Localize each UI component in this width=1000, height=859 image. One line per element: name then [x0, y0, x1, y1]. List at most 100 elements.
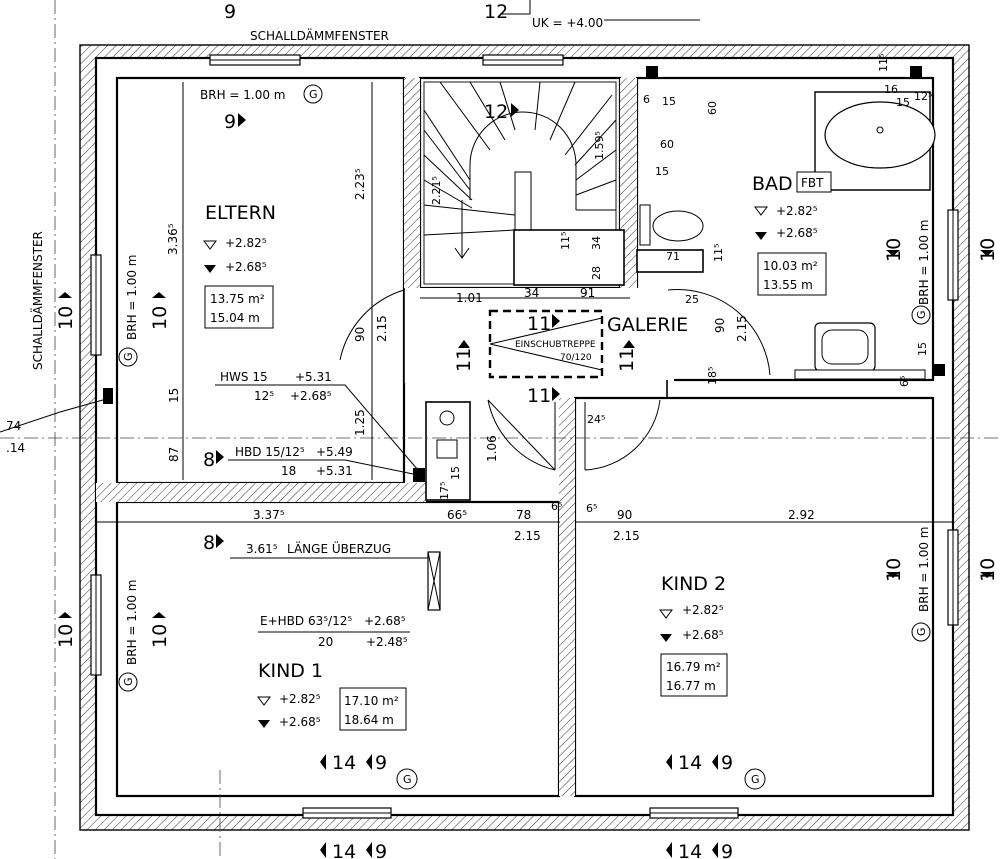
label-brh-bad: BRH = 1.00 m	[917, 220, 931, 306]
room-name-eltern: ELTERN	[205, 202, 276, 224]
label-g-left: G	[122, 352, 135, 361]
area-bad: 10.03 m²	[763, 259, 818, 273]
svg-text:2.23⁵: 2.23⁵	[353, 168, 367, 200]
svg-text:14: 14	[332, 752, 356, 774]
level-top-eltern: +2.82⁵	[225, 236, 267, 250]
area-eltern: 13.75 m²	[210, 292, 265, 306]
toilet	[639, 204, 704, 246]
windows	[90, 54, 959, 819]
svg-text:15: 15	[655, 165, 669, 178]
label-hbd-l1: +5.49	[316, 445, 353, 459]
svg-text:15: 15	[896, 96, 910, 109]
svg-text:6⁵: 6⁵	[551, 500, 562, 513]
perimeter-kind2: 16.77 m	[666, 679, 716, 693]
svg-text:8: 8	[203, 449, 215, 471]
label-g-bad: G	[915, 310, 928, 319]
level-top-kind2: +2.82⁵	[682, 603, 724, 617]
svg-text:1.01: 1.01	[456, 291, 483, 305]
label-ehbd-l2b: +2.48⁵	[366, 635, 408, 649]
label-hws-l2a: 12⁵	[254, 389, 274, 403]
svg-text:9: 9	[224, 1, 236, 23]
svg-text:10: 10	[149, 624, 171, 648]
staircase	[423, 81, 625, 286]
svg-text:66⁵: 66⁵	[447, 508, 467, 522]
label-brh-kind1: BRH = 1.00 m	[125, 580, 139, 666]
level-bottom-bad: +2.68⁵	[776, 226, 818, 240]
column-marker	[933, 364, 945, 376]
svg-text:11⁵: 11⁵	[712, 244, 725, 262]
label-uk: UK = +4.00	[532, 16, 603, 30]
svg-text:18⁵: 18⁵	[706, 367, 719, 385]
label-ueberzug: LÄNGE ÜBERZUG	[287, 540, 391, 556]
svg-text:60: 60	[660, 138, 674, 151]
svg-text:9: 9	[721, 752, 733, 774]
svg-text:1.06: 1.06	[485, 435, 499, 462]
svg-text:11: 11	[527, 385, 551, 407]
svg-text:15: 15	[662, 95, 676, 108]
perimeter-kind1: 18.64 m	[344, 713, 394, 727]
label-g-bottom-1: G	[403, 773, 412, 786]
svg-text:60: 60	[706, 101, 719, 115]
svg-text:1.25: 1.25	[353, 409, 367, 436]
svg-text:34: 34	[524, 286, 539, 300]
area-kind1: 17.10 m²	[344, 694, 399, 708]
svg-text:2.15: 2.15	[735, 315, 749, 342]
column-marker	[910, 66, 922, 78]
svg-text:24⁵: 24⁵	[587, 413, 605, 426]
level-bottom-eltern: +2.68⁵	[225, 260, 267, 274]
label-hbd-l2b: +5.31	[316, 464, 353, 478]
svg-text:10: 10	[883, 558, 905, 582]
svg-text:34: 34	[590, 236, 603, 250]
svg-text:9: 9	[721, 841, 733, 859]
label-einschubtreppe: EINSCHUBTREPPE	[515, 340, 596, 350]
label-hws-l1: +5.31	[295, 370, 332, 384]
label-hbd-l2a: 18	[281, 464, 296, 478]
label-74: 74	[6, 419, 21, 433]
label-ehbd: E+HBD 63⁵/12⁵	[260, 614, 352, 628]
svg-text:25: 25	[685, 293, 699, 306]
column-marker	[646, 66, 658, 78]
svg-text:71: 71	[666, 250, 680, 263]
label-schalldaemmfenster-left: SCHALLDÄMMFENSTER	[30, 231, 45, 370]
perimeter-bad: 13.55 m	[763, 278, 813, 292]
svg-text:91: 91	[580, 286, 595, 300]
label-g-kind1: G	[122, 677, 135, 686]
svg-text:6: 6	[643, 93, 650, 106]
svg-text:11⁵: 11⁵	[559, 232, 572, 250]
washbasin	[794, 322, 926, 380]
shaft	[636, 249, 704, 273]
label-einschub-size: 70/120	[560, 353, 592, 363]
level-bottom-kind1: +2.68⁵	[279, 715, 321, 729]
room-tag-fbt: FBT	[801, 176, 824, 190]
svg-text:90: 90	[713, 318, 727, 333]
label-hws: HWS 15	[220, 370, 268, 384]
door-swings	[339, 288, 771, 471]
dimensions: 2.23⁵ 3.36⁵ 2.21⁵ 1.59⁵ 1.01 34 91 90 2.…	[166, 54, 932, 543]
svg-text:1.59⁵: 1.59⁵	[593, 131, 606, 160]
svg-text:90: 90	[617, 508, 632, 522]
room-name-bad: BAD	[752, 173, 793, 195]
svg-text:2.15: 2.15	[375, 315, 389, 342]
svg-text:14: 14	[332, 841, 356, 859]
boiler-icon	[439, 410, 455, 426]
label-g-kind2: G	[915, 627, 928, 636]
svg-text:15: 15	[167, 388, 181, 403]
column-marker	[413, 468, 425, 482]
svg-text:6⁵: 6⁵	[898, 376, 911, 387]
interior-walls	[96, 76, 935, 798]
svg-text:17⁵: 17⁵	[438, 482, 451, 500]
svg-text:12⁵: 12⁵	[914, 90, 932, 103]
svg-text:90: 90	[353, 327, 367, 342]
label-hws-l2b: +2.68⁵	[290, 389, 332, 403]
perimeter-eltern: 15.04 m	[210, 311, 260, 325]
svg-text:10: 10	[883, 238, 905, 262]
svg-text:11: 11	[453, 348, 475, 372]
label-hbd: HBD 15/12⁵	[235, 445, 305, 459]
svg-text:14: 14	[678, 841, 702, 859]
label-ehbd-l2a: 20	[318, 635, 333, 649]
label-schalldaemmfenster-top: SCHALLDÄMMFENSTER	[250, 28, 389, 43]
level-top-bad: +2.82⁵	[776, 204, 818, 218]
room-name-kind2: KIND 2	[661, 573, 726, 595]
svg-text:15: 15	[449, 466, 462, 480]
svg-text:14: 14	[678, 752, 702, 774]
